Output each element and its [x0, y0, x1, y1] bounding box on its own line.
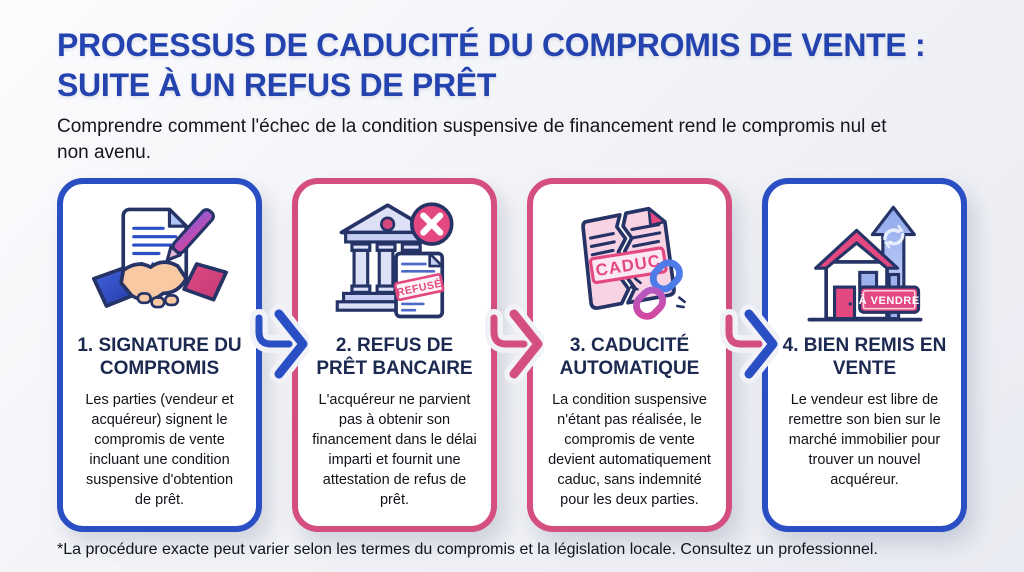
refuse-stamp: REFUSÉ [393, 273, 444, 302]
house-resale-svg: À VENDRE [807, 205, 922, 322]
step-4-description: Le vendeur est libre de remettre son bie… [788, 392, 941, 489]
step-card-1: 1. SIGNATURE DU COMPROMIS Les parties (v… [57, 178, 262, 533]
page-title-line2: SUITE À UN REFUS DE PRÊT [57, 66, 497, 103]
arrow-step2-to-step3 [485, 304, 544, 384]
step-card-2: REFUSÉ 2. REFUS DE PRÊT BANCAIRE L'acqué… [292, 178, 497, 533]
step-4-title: 4. BIEN REMIS EN VENTE [782, 335, 947, 380]
step-1-title: 1. SIGNATURE DU COMPROMIS [77, 335, 242, 380]
handshake-contract-icon [85, 198, 235, 330]
step-2-description: L'acquéreur ne parvient pas à obtenir so… [312, 392, 477, 509]
handshake-contract-svg [91, 207, 228, 309]
step-card-3: CADUC 3. CADUCITÉ AUTOMATIQUE La conditi… [527, 178, 732, 533]
page-title-line1: PROCESSUS DE CADUCITÉ DU COMPROMIS DE VE… [57, 27, 926, 63]
house-for-sale-icon: À VENDRE [790, 198, 940, 330]
arrow-step3-to-step4 [720, 304, 779, 384]
page-subtitle: Comprendre comment l'échec de la conditi… [57, 116, 887, 163]
refresh-icon [882, 224, 904, 249]
disclaimer-footnote: *La procédure exacte peut varier selon l… [57, 541, 878, 558]
torn-contract-broken-chain-icon: CADUC [555, 198, 705, 330]
step-card-4: À VENDRE 4. BIEN REMIS EN VENTE Le vende… [762, 178, 967, 533]
steps-row: 1. SIGNATURE DU COMPROMIS Les parties (v… [57, 178, 967, 533]
bank-loan-refusal-icon: REFUSÉ [320, 198, 470, 330]
header: PROCESSUS DE CADUCITÉ DU COMPROMIS DE VE… [0, 0, 1024, 166]
a-vendre-sign-label: À VENDRE [858, 294, 919, 307]
a-vendre-sign: À VENDRE [857, 285, 920, 314]
step-3-title: 3. CADUCITÉ AUTOMATIQUE [559, 335, 700, 380]
page-title: PROCESSUS DE CADUCITÉ DU COMPROMIS DE VE… [57, 26, 967, 105]
torn-contract-svg: CADUC [580, 206, 686, 320]
step-3-description: La condition suspensive n'étant pas réal… [548, 392, 711, 509]
arrow-step1-to-step2 [250, 304, 309, 384]
step-1-description: Les parties (vendeur et acquéreur) signe… [85, 392, 234, 509]
bank-refusal-svg: REFUSÉ [335, 202, 454, 319]
step-2-title: 2. REFUS DE PRÊT BANCAIRE [316, 335, 473, 380]
